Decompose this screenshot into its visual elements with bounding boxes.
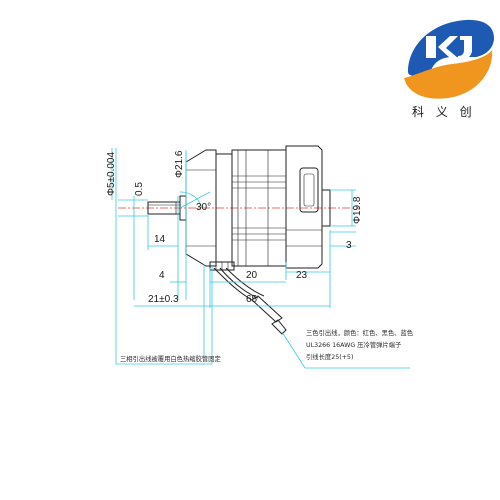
dim-rear-diameter: Φ19.8 [352,196,363,224]
dim-shaft-4: 4 [159,270,165,281]
dimension-lines [111,148,410,369]
company-name: 科 义 创 [412,105,476,119]
dim-shaft-diameter: Φ5±0.004 [106,152,117,196]
logo-icon [404,19,494,99]
annotation-notes: 三色引出线，颜色：红色、黑色、蓝色 UL3266 16AWG 压冷管弹片端子 引… [120,328,414,363]
dim-chamfer-angle: 30° [196,202,211,213]
wire-spec-line1: 三色引出线，颜色：红色、黑色、蓝色 [306,328,414,337]
dim-shaft-flat: 0.5 [134,182,145,196]
dim-front-21: 21±0.3 [148,294,179,305]
dim-body-20: 20 [246,270,258,281]
dim-rear-offset: 3 [346,240,352,251]
wire-spec-line2: UL3266 16AWG 压冷管弹片端子 [306,340,401,349]
dim-shaft-14: 14 [154,234,166,245]
company-logo: 科 义 创 [404,19,494,119]
wire-spec-line3: 引线长度25(+5) [306,352,353,361]
lead-wire-label: 三相引出线被覆用白色热缩胶管固定 [120,354,221,363]
dim-rear-23: 23 [296,270,308,281]
dim-body-diameter: Φ21.6 [174,150,185,178]
dim-length-65: 65 [246,294,258,305]
dimension-labels: Φ5±0.004 0.5 Φ21.6 30° Φ19.8 3 14 4 20 2… [106,150,363,305]
lead-wires [213,267,287,335]
motor-body [185,145,331,271]
